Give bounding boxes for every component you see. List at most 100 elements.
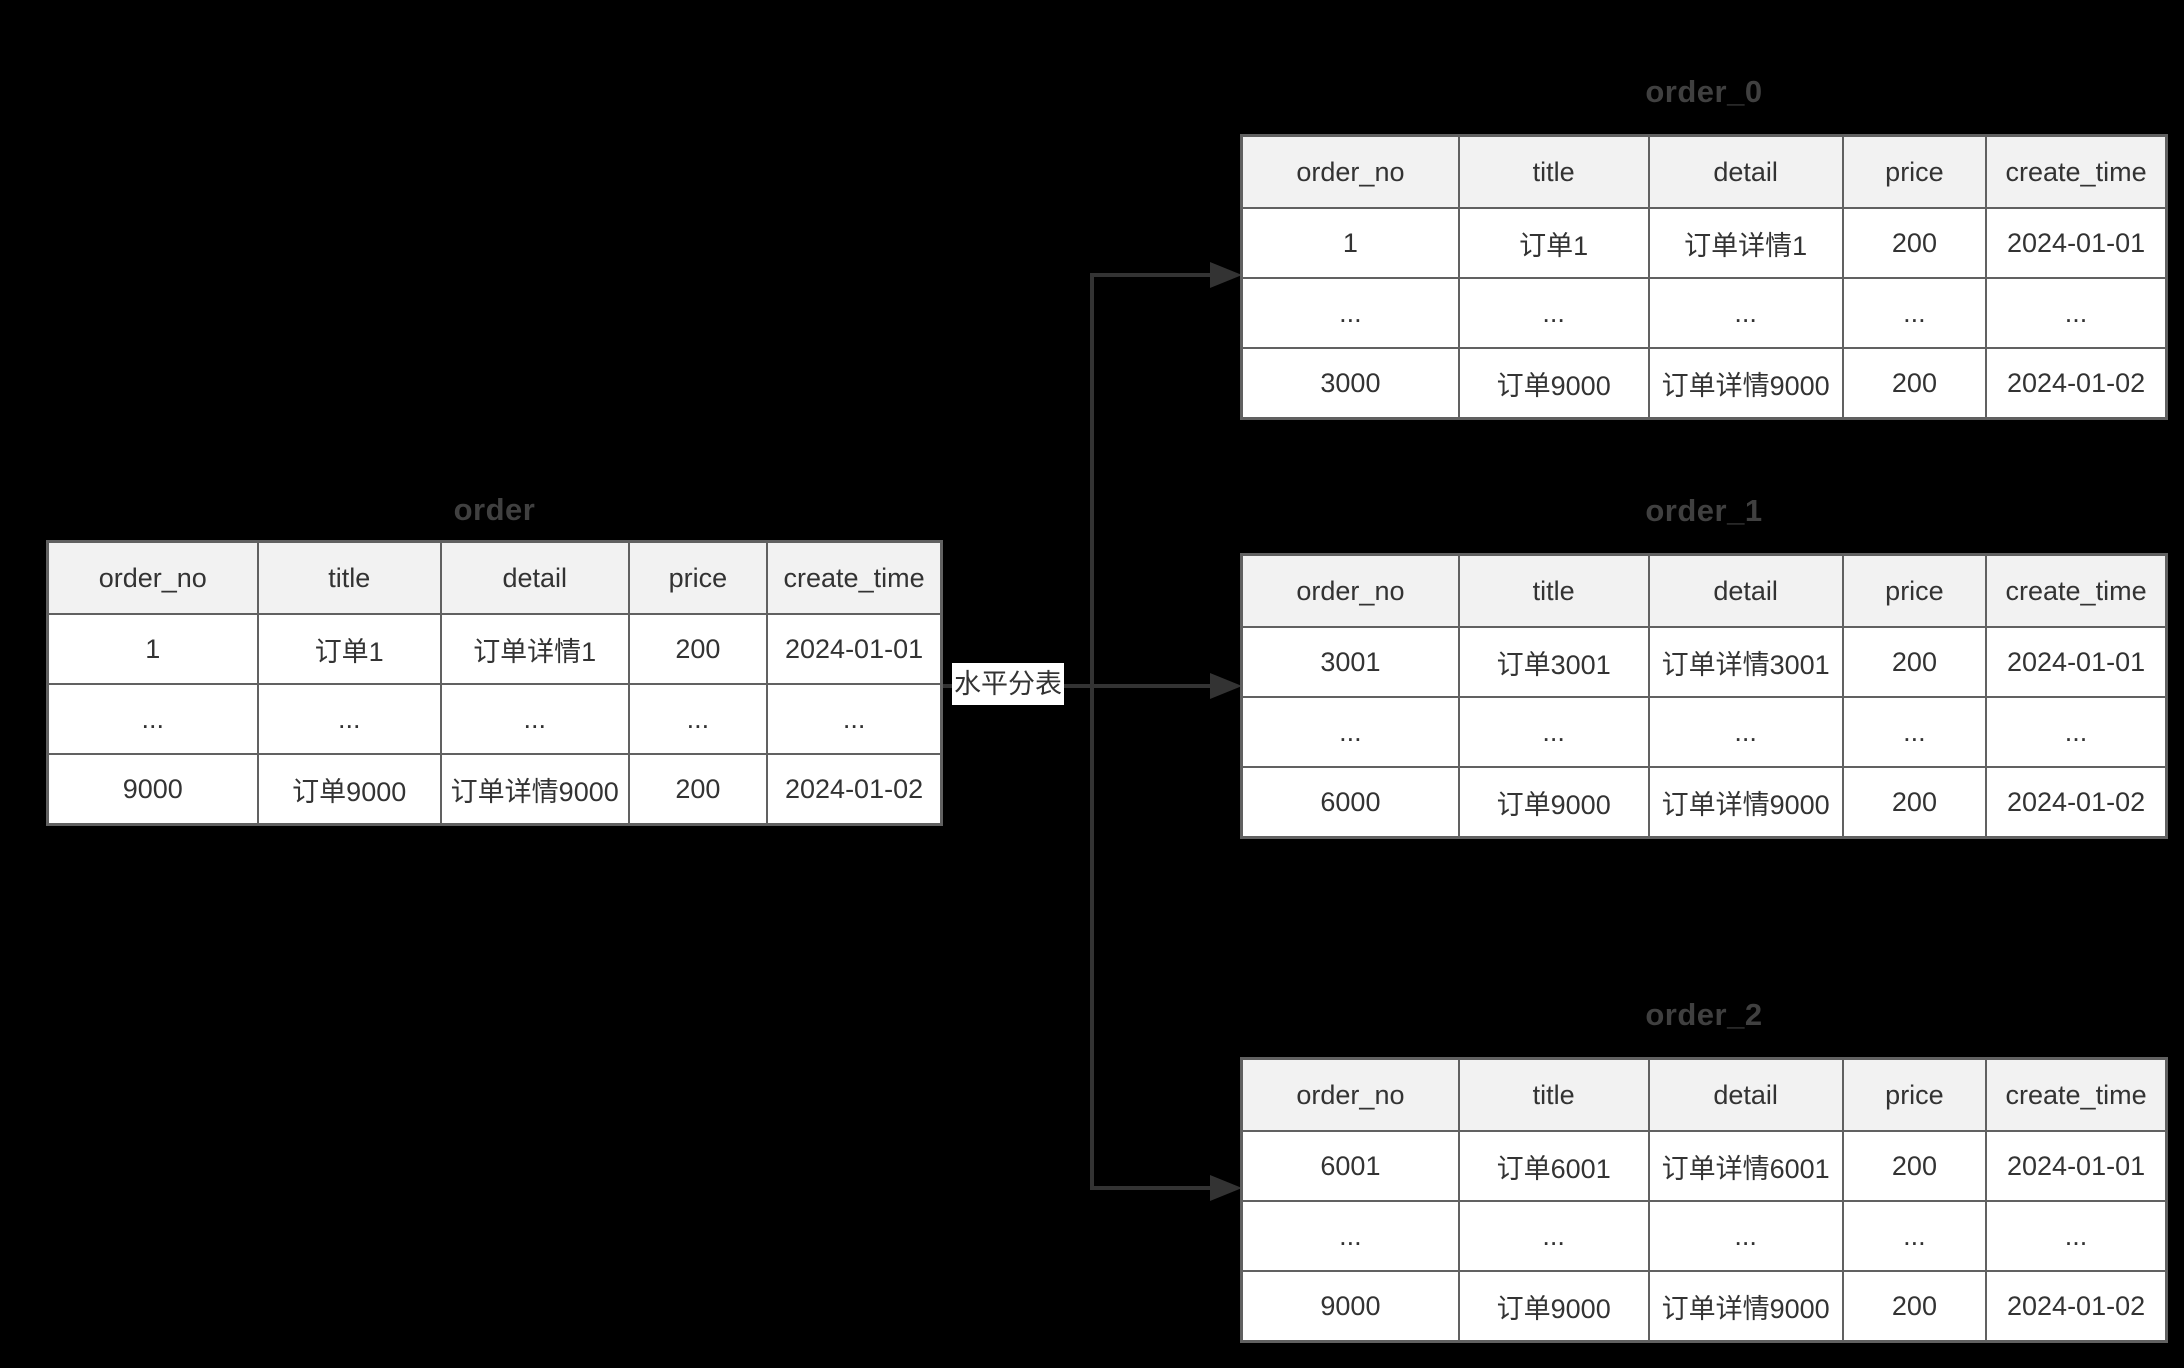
cell-title: 订单9000 bbox=[1457, 766, 1650, 839]
column-header-create-time: create_time bbox=[1985, 134, 2168, 209]
column-header-order-no: order_no bbox=[1240, 1057, 1460, 1132]
column-header-order-no: order_no bbox=[46, 540, 259, 615]
cell-order-no: ... bbox=[1240, 277, 1460, 349]
cell-order-no: ... bbox=[1240, 696, 1460, 768]
table-row: 9000 订单9000 订单详情9000 200 2024-01-02 bbox=[46, 753, 943, 826]
table-order-1-header: order_no title detail price create_time bbox=[1240, 553, 2168, 628]
cell-order-no: 3001 bbox=[1240, 626, 1460, 698]
table-row: ... ... ... ... ... bbox=[1240, 277, 2168, 349]
column-header-title: title bbox=[256, 540, 442, 615]
cell-price: 200 bbox=[1841, 1270, 1988, 1343]
cell-detail: 订单详情1 bbox=[1647, 207, 1844, 279]
cell-create-time: ... bbox=[766, 683, 943, 755]
cell-title: 订单3001 bbox=[1457, 626, 1650, 698]
column-header-title: title bbox=[1457, 553, 1650, 628]
column-header-detail: detail bbox=[1647, 553, 1844, 628]
cell-order-no: 1 bbox=[1240, 207, 1460, 279]
cell-detail: 订单详情9000 bbox=[1647, 347, 1844, 420]
column-header-price: price bbox=[1841, 553, 1988, 628]
cell-detail: 订单详情3001 bbox=[1647, 626, 1844, 698]
column-header-detail: detail bbox=[1647, 1057, 1844, 1132]
cell-detail: 订单详情6001 bbox=[1647, 1130, 1844, 1202]
cell-price: 200 bbox=[1841, 207, 1988, 279]
cell-detail: ... bbox=[1647, 277, 1844, 349]
cell-detail: 订单详情9000 bbox=[1647, 1270, 1844, 1343]
cell-price: 200 bbox=[627, 753, 769, 826]
column-header-create-time: create_time bbox=[1985, 1057, 2168, 1132]
cell-create-time: 2024-01-01 bbox=[1985, 626, 2168, 698]
cell-title: 订单9000 bbox=[1457, 347, 1650, 420]
cell-order-no: 6001 bbox=[1240, 1130, 1460, 1202]
cell-order-no: 6000 bbox=[1240, 766, 1460, 839]
cell-title: 订单9000 bbox=[256, 753, 442, 826]
table-row: order_no title detail price create_time bbox=[1240, 553, 2168, 628]
cell-title: 订单1 bbox=[256, 613, 442, 685]
cell-price: ... bbox=[627, 683, 769, 755]
cell-create-time: 2024-01-02 bbox=[766, 753, 943, 826]
table-order-2-header: order_no title detail price create_time bbox=[1240, 1057, 2168, 1132]
cell-detail: ... bbox=[1647, 696, 1844, 768]
column-header-order-no: order_no bbox=[1240, 553, 1460, 628]
cell-detail: ... bbox=[1647, 1200, 1844, 1272]
cell-create-time: ... bbox=[1985, 696, 2168, 768]
column-header-title: title bbox=[1457, 1057, 1650, 1132]
cell-title: 订单6001 bbox=[1457, 1130, 1650, 1202]
table-row: 6001 订单6001 订单详情6001 200 2024-01-01 bbox=[1240, 1130, 2168, 1202]
column-header-detail: detail bbox=[1647, 134, 1844, 209]
table-row: ... ... ... ... ... bbox=[46, 683, 943, 755]
cell-order-no: 1 bbox=[46, 613, 259, 685]
table-order-0: order_no title detail price create_time … bbox=[1240, 134, 2168, 420]
table-row: 3001 订单3001 订单详情3001 200 2024-01-01 bbox=[1240, 626, 2168, 698]
arrowhead-order-0-icon bbox=[1210, 262, 1242, 288]
cell-create-time: 2024-01-01 bbox=[1985, 1130, 2168, 1202]
cell-order-no: ... bbox=[46, 683, 259, 755]
arrow-trunk-line bbox=[1090, 273, 1214, 1190]
table-row: order_no title detail price create_time bbox=[1240, 134, 2168, 209]
table-row: 1 订单1 订单详情1 200 2024-01-01 bbox=[46, 613, 943, 685]
cell-price: 200 bbox=[1841, 626, 1988, 698]
table-row: 9000 订单9000 订单详情9000 200 2024-01-02 bbox=[1240, 1270, 2168, 1343]
table-title-order-2: order_2 bbox=[1645, 997, 1763, 1032]
cell-title: 订单9000 bbox=[1457, 1270, 1650, 1343]
table-row: ... ... ... ... ... bbox=[1240, 1200, 2168, 1272]
cell-create-time: 2024-01-02 bbox=[1985, 766, 2168, 839]
column-header-detail: detail bbox=[439, 540, 630, 615]
cell-detail: ... bbox=[439, 683, 630, 755]
table-row: order_no title detail price create_time bbox=[46, 540, 943, 615]
cell-title: ... bbox=[256, 683, 442, 755]
cell-create-time: 2024-01-01 bbox=[1985, 207, 2168, 279]
column-header-price: price bbox=[1841, 134, 1988, 209]
table-order-2: order_no title detail price create_time … bbox=[1240, 1057, 2168, 1343]
cell-title: 订单1 bbox=[1457, 207, 1650, 279]
table-row: 1 订单1 订单详情1 200 2024-01-01 bbox=[1240, 207, 2168, 279]
cell-price: ... bbox=[1841, 696, 1988, 768]
column-header-price: price bbox=[627, 540, 769, 615]
cell-price: 200 bbox=[1841, 1130, 1988, 1202]
table-row: order_no title detail price create_time bbox=[1240, 1057, 2168, 1132]
arrowhead-order-1-icon bbox=[1210, 673, 1242, 699]
cell-order-no: 9000 bbox=[1240, 1270, 1460, 1343]
cell-detail: 订单详情1 bbox=[439, 613, 630, 685]
column-header-create-time: create_time bbox=[766, 540, 943, 615]
cell-title: ... bbox=[1457, 696, 1650, 768]
cell-create-time: ... bbox=[1985, 277, 2168, 349]
cell-price: 200 bbox=[1841, 347, 1988, 420]
cell-price: 200 bbox=[627, 613, 769, 685]
arrowhead-order-2-icon bbox=[1210, 1175, 1242, 1201]
cell-detail: 订单详情9000 bbox=[439, 753, 630, 826]
table-title-order-1: order_1 bbox=[1645, 493, 1763, 528]
cell-create-time: 2024-01-01 bbox=[766, 613, 943, 685]
column-header-create-time: create_time bbox=[1985, 553, 2168, 628]
cell-order-no: 9000 bbox=[46, 753, 259, 826]
cell-detail: 订单详情9000 bbox=[1647, 766, 1844, 839]
table-title-order: order bbox=[453, 492, 536, 527]
table-row: ... ... ... ... ... bbox=[1240, 696, 2168, 768]
table-order: order_no title detail price create_time … bbox=[46, 540, 943, 826]
column-header-title: title bbox=[1457, 134, 1650, 209]
table-order-1: order_no title detail price create_time … bbox=[1240, 553, 2168, 839]
cell-price: ... bbox=[1841, 1200, 1988, 1272]
table-order-0-header: order_no title detail price create_time bbox=[1240, 134, 2168, 209]
table-row: 3000 订单9000 订单详情9000 200 2024-01-02 bbox=[1240, 347, 2168, 420]
cell-order-no: 3000 bbox=[1240, 347, 1460, 420]
